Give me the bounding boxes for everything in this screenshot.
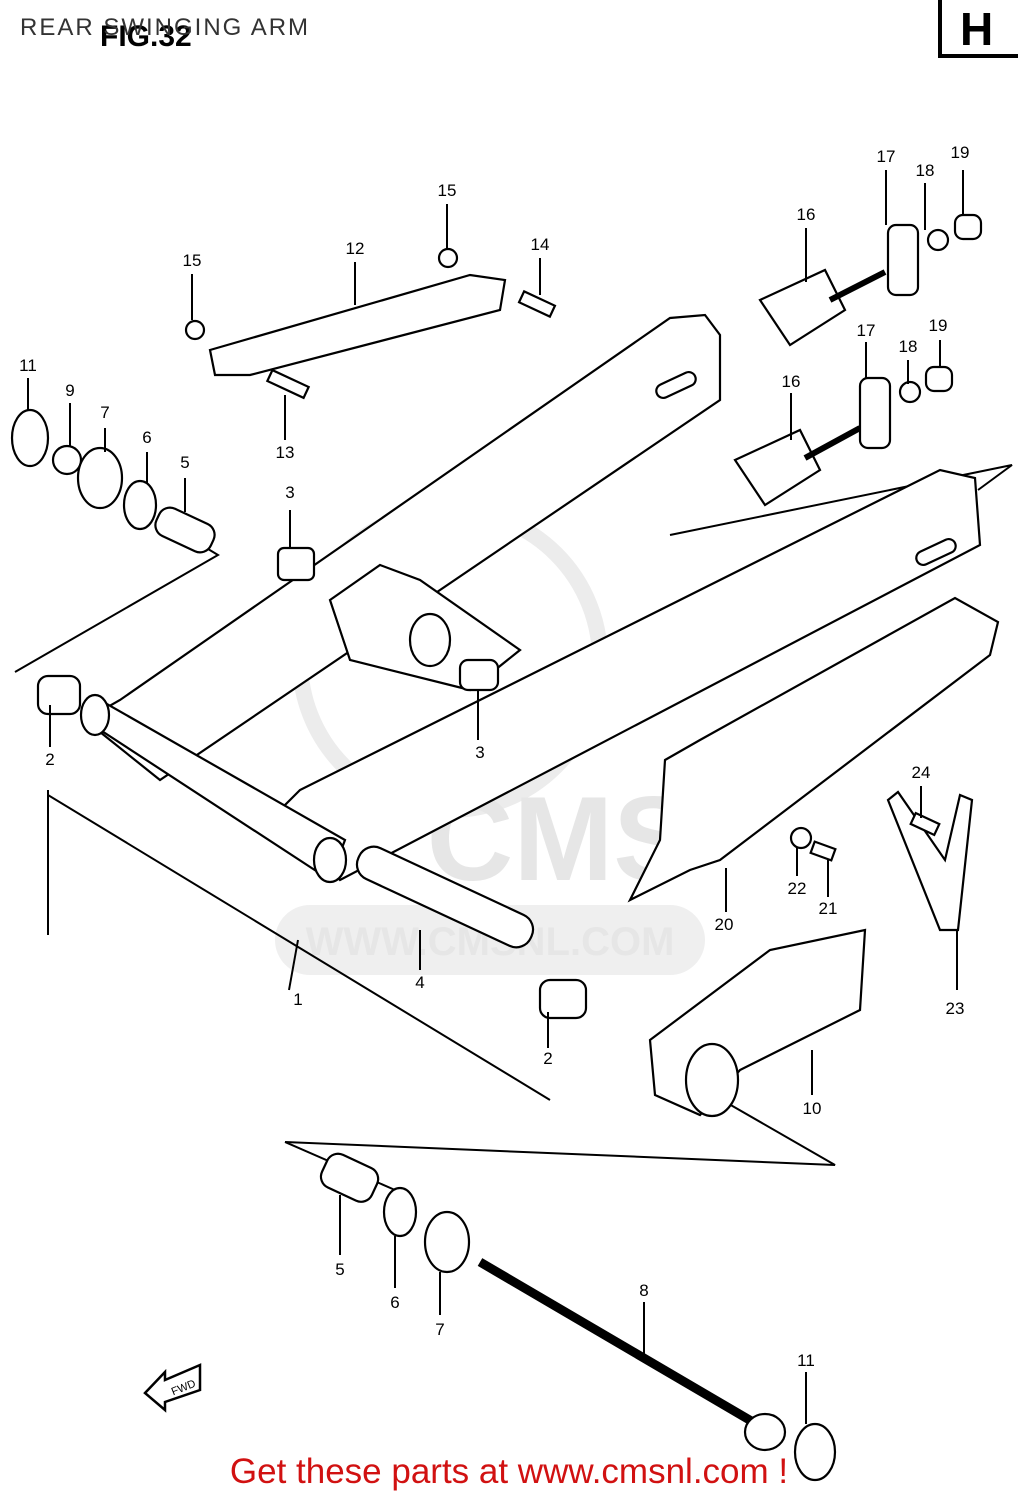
callout-10: 10 bbox=[803, 1099, 822, 1118]
callout-8: 8 bbox=[639, 1281, 648, 1300]
adjuster-bolt-upper bbox=[828, 269, 887, 303]
leader-lines bbox=[27, 170, 964, 1424]
callout-21: 21 bbox=[819, 899, 838, 918]
callout-24: 24 bbox=[912, 763, 931, 782]
spacer-left bbox=[154, 506, 216, 554]
nut-18-upper bbox=[926, 228, 950, 252]
washer-right bbox=[382, 1186, 418, 1238]
chain-adjuster-lower bbox=[733, 428, 822, 507]
torque-link-rod bbox=[208, 273, 507, 377]
callout-7b: 7 bbox=[435, 1320, 444, 1339]
mud-guard-bracket-23 bbox=[886, 790, 974, 932]
adjuster-plate-upper bbox=[886, 223, 920, 297]
callout-22: 22 bbox=[788, 879, 807, 898]
cap-19-lower bbox=[924, 365, 954, 393]
callout-11b: 11 bbox=[797, 1351, 815, 1370]
pivot-spacer-4 bbox=[355, 845, 535, 949]
chain-guide-ring bbox=[684, 1042, 740, 1118]
bolt-14 bbox=[517, 289, 557, 319]
callout-13: 13 bbox=[276, 443, 295, 462]
adjuster-plate-lower bbox=[858, 376, 892, 450]
callout-3a: 3 bbox=[285, 483, 294, 502]
nut-15-right bbox=[437, 247, 459, 269]
adjuster-slot-right bbox=[915, 537, 957, 567]
watermark-banner bbox=[275, 905, 705, 975]
chain-case-upper bbox=[627, 596, 1000, 903]
washer-22 bbox=[789, 826, 813, 850]
callout-18a: 18 bbox=[916, 161, 935, 180]
guide-left-pivot bbox=[47, 790, 551, 1101]
nut-15-left bbox=[184, 319, 206, 341]
figure-number: FIG.32 bbox=[100, 20, 192, 53]
callout-2a: 2 bbox=[45, 750, 54, 769]
callout-16a: 16 bbox=[797, 205, 816, 224]
callout-15b: 15 bbox=[438, 181, 457, 200]
page-title: REAR SWINGING ARM bbox=[20, 14, 311, 41]
small-parts bbox=[10, 213, 983, 1482]
callout-16b: 16 bbox=[782, 372, 801, 391]
shock-mount-boss bbox=[408, 612, 452, 668]
pivot-shaft-head bbox=[743, 1412, 787, 1452]
pivot-tube-right-end bbox=[312, 836, 348, 884]
callout-14: 14 bbox=[531, 235, 550, 254]
screw-21 bbox=[809, 840, 837, 862]
thrust-washer-right bbox=[423, 1210, 471, 1274]
swingarm bbox=[79, 313, 982, 884]
callout-2b: 2 bbox=[543, 1049, 552, 1068]
dust-seal-left bbox=[10, 408, 50, 468]
callout-20: 20 bbox=[715, 915, 734, 934]
swingarm-right-beam bbox=[278, 468, 982, 882]
nut-9 bbox=[51, 444, 83, 476]
nut-18-lower bbox=[898, 380, 922, 404]
callout-15a: 15 bbox=[183, 251, 202, 270]
guide-axle bbox=[284, 1099, 836, 1166]
fwd-arrow-shape bbox=[143, 1363, 202, 1413]
leader-1 bbox=[288, 939, 299, 991]
callout-numbers: 1 2 2 3 3 4 5 5 6 6 7 7 8 9 10 11 11 12 … bbox=[19, 143, 969, 1370]
callout-17a: 17 bbox=[877, 147, 896, 166]
washer-left bbox=[122, 479, 158, 531]
callout-5b: 5 bbox=[335, 1260, 344, 1279]
callout-5a: 5 bbox=[180, 453, 189, 472]
pivot-tube-left-end bbox=[79, 693, 111, 737]
callout-6b: 6 bbox=[390, 1293, 399, 1312]
callout-6a: 6 bbox=[142, 428, 151, 447]
footer-link[interactable]: Get these parts at www.cmsnl.com ! bbox=[229, 1452, 789, 1491]
guide-adjusters bbox=[669, 464, 1013, 536]
callout-18b: 18 bbox=[899, 337, 918, 356]
callout-3b: 3 bbox=[475, 743, 484, 762]
fwd-arrow: FWD bbox=[143, 1363, 202, 1413]
bearing-lower bbox=[458, 658, 500, 692]
callout-17b: 17 bbox=[857, 321, 876, 340]
adjuster-bolt-lower bbox=[803, 425, 862, 461]
callout-7a: 7 bbox=[100, 403, 109, 422]
chain-adjuster-upper bbox=[758, 268, 847, 347]
swingarm-left-beam bbox=[83, 313, 722, 782]
callout-9: 9 bbox=[65, 381, 74, 400]
callout-11a: 11 bbox=[19, 356, 37, 375]
callout-19a: 19 bbox=[951, 143, 970, 162]
callout-4: 4 bbox=[415, 973, 424, 992]
bolt-13 bbox=[265, 368, 311, 400]
callout-12: 12 bbox=[346, 239, 365, 258]
dust-seal-right bbox=[793, 1422, 837, 1482]
needle-bearing-left bbox=[36, 674, 82, 716]
needle-bearing-right bbox=[538, 978, 588, 1020]
pivot-shaft-8 bbox=[477, 1258, 773, 1436]
thrust-washer-left bbox=[76, 446, 124, 510]
cap-19-upper bbox=[953, 213, 983, 241]
callout-23: 23 bbox=[946, 999, 965, 1018]
bolt-24 bbox=[909, 811, 941, 837]
callout-1: 1 bbox=[293, 990, 302, 1009]
section-badge: H bbox=[938, 0, 1018, 58]
bearing-upper bbox=[276, 546, 316, 582]
adjuster-slot-left bbox=[655, 370, 697, 400]
callout-19b: 19 bbox=[929, 316, 948, 335]
spacer-right bbox=[319, 1152, 380, 1203]
